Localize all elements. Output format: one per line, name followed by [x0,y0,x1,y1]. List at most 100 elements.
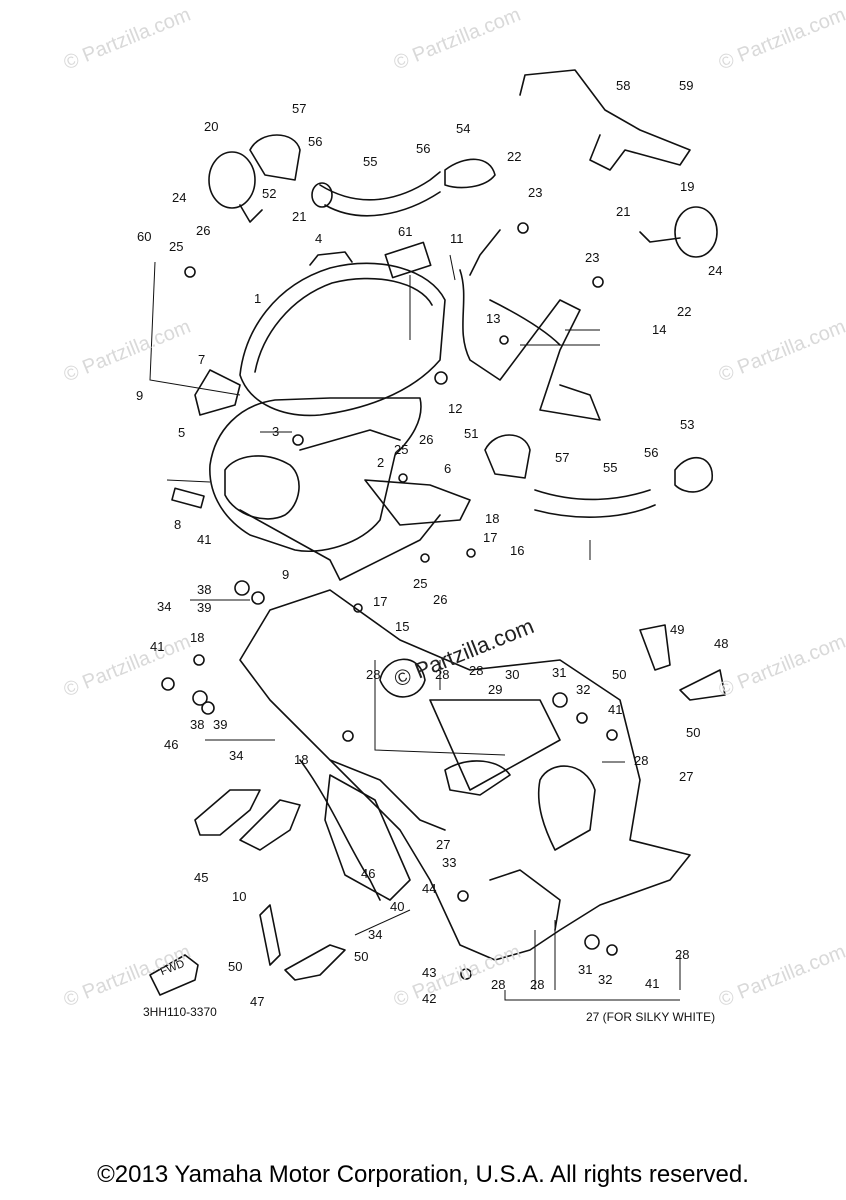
callout: 28 [366,667,381,682]
bracket-47a [259,904,281,966]
callout: 50 [686,725,701,740]
callout: 41 [645,976,660,991]
callout: 55 [603,460,618,475]
upper-cowling-outline [209,397,422,552]
duct-hose-upper [319,171,441,217]
callout: 29 [488,682,503,697]
callout: 11 [450,231,464,246]
callout: 9 [136,388,144,403]
callout: 15 [395,619,410,634]
callout: 13 [486,311,501,326]
callout: 25 [169,239,184,254]
callout: 56 [416,141,431,156]
callout: 57 [292,101,307,116]
callout: 56 [308,134,323,149]
callout: 43 [422,965,437,980]
callout: 46 [164,737,179,752]
callout: 57 [555,450,570,465]
bracket-45 [194,789,261,836]
callout: 44 [422,881,437,896]
callout: 18 [485,511,500,526]
callout: 9 [282,567,290,582]
copyright-text: ©2013 Yamaha Motor Corporation, U.S.A. A… [97,1161,749,1188]
callout: 18 [190,630,205,645]
side-panel-7 [194,369,241,416]
callout: 1 [254,291,262,306]
callout: 60 [137,229,152,244]
callout: 18 [294,752,309,767]
callout: 38 [190,717,205,732]
callout: 30 [505,667,520,682]
callout: 26 [196,223,211,238]
callout: 22 [677,304,692,319]
callout: 12 [448,401,463,416]
windshield-outline [239,262,446,417]
callout: 58 [616,78,631,93]
callout: 14 [652,322,667,337]
callout: 6 [444,461,452,476]
callout: 27 [436,837,451,852]
callout: 21 [292,209,307,224]
callout: 32 [576,682,591,697]
mirror-left [208,151,256,209]
callout: 32 [598,972,613,987]
callout: 27 [679,769,694,784]
inner-panel-40 [324,774,411,901]
callout: 28 [491,977,506,992]
callout: 2 [377,455,385,470]
callout: 41 [197,532,212,547]
callout: 45 [194,870,209,885]
callout: 23 [528,185,543,200]
callout: 53 [680,417,695,432]
callout: 33 [442,855,457,870]
mirror-right [674,206,718,258]
callout: 46 [361,866,376,881]
callout: 52 [262,186,277,201]
bracket-49 [639,624,671,671]
callout: 21 [616,204,631,219]
callout: 16 [510,543,525,558]
callout: 41 [150,639,165,654]
callout: 61 [398,224,413,239]
callout: 56 [644,445,659,460]
callout: 39 [197,600,212,615]
callout: 31 [552,665,567,680]
callout: 39 [213,717,228,732]
callout: 59 [679,78,694,93]
callout: 41 [608,702,623,717]
callout: 47 [250,994,265,1009]
callout: 55 [363,154,378,169]
callout: 22 [507,149,522,164]
callout: 40 [390,899,405,914]
callout: 25 [413,576,428,591]
callout: 48 [714,636,729,651]
side-panel-6 [364,479,471,526]
callout: 24 [172,190,187,205]
callout: 5 [178,425,186,440]
callout: 20 [204,119,219,134]
callout: 7 [198,352,206,367]
duct-hose-lower [534,489,656,518]
bracket-47b [284,944,346,981]
callout: 31 [578,962,593,977]
callout: 54 [456,121,471,136]
callout: 50 [612,667,627,682]
fwd-arrow [149,954,199,996]
callout: 50 [354,949,369,964]
callout: 28 [634,753,649,768]
diagram-code: 3HH110-3370 [143,1005,217,1019]
callout: 17 [373,594,388,609]
callout: 28 [530,977,545,992]
callout: 17 [483,530,498,545]
callout: 42 [422,991,437,1006]
bracket-58 [519,69,691,171]
callout: 25 [394,442,409,457]
callout: 23 [585,250,600,265]
callout: 28 [469,663,484,678]
callout: 19 [680,179,695,194]
callout: 3 [272,424,280,439]
callout: 34 [229,748,244,763]
callout: 38 [197,582,212,597]
callout: 34 [368,927,383,942]
